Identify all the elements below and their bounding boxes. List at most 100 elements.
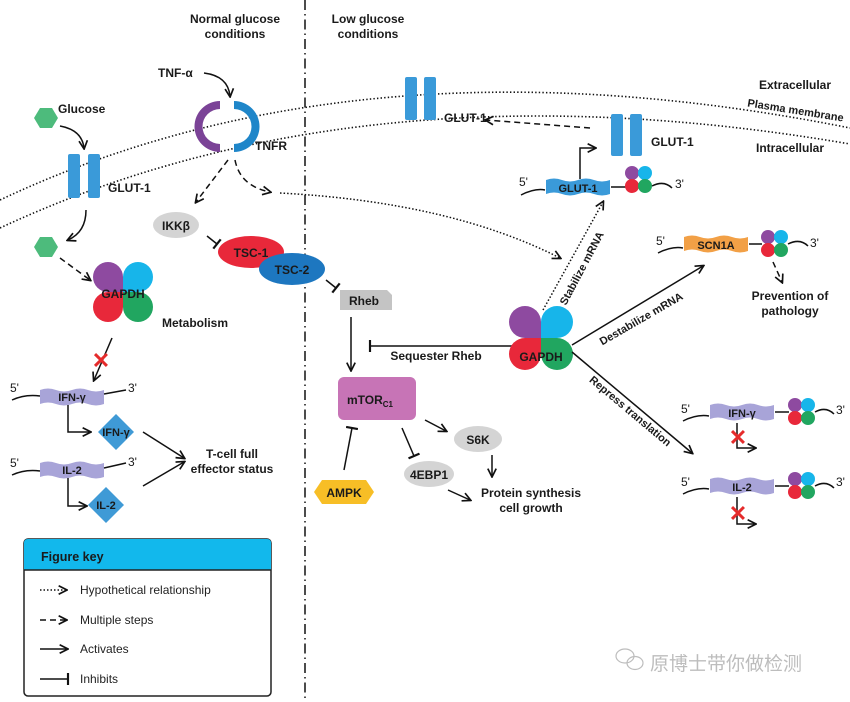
mrna-strand xyxy=(657,246,684,254)
label-protein-il2: IL-2 xyxy=(96,500,116,512)
inhibit-ampk-mtor xyxy=(343,425,359,471)
key-label-multiple-steps: Multiple steps xyxy=(80,613,153,627)
label-prevention: Prevention of xyxy=(752,289,830,303)
arrow-tnfr-to-ikkb xyxy=(196,159,229,202)
arrow-il2-translation-blocked xyxy=(736,497,755,524)
gapdh-tetramer-left: GAPDH xyxy=(93,262,153,322)
watermark: 原博士带你做检测 xyxy=(615,648,802,675)
label-tsc1: TSC-1 xyxy=(234,246,269,260)
label-tnfr: TNFR xyxy=(255,139,287,153)
label-mrna-glut1: GLUT-1 xyxy=(558,183,597,195)
mrna-il2-left xyxy=(40,461,104,479)
block-x-icon: ✕ xyxy=(92,348,110,373)
mrna-strand xyxy=(11,394,41,401)
label-plasma-membrane: Plasma membrane xyxy=(747,98,845,125)
arrow-scn1a-to-prevention xyxy=(772,261,782,282)
label-3prime: 3' xyxy=(128,381,137,395)
label-ampk: AMPK xyxy=(326,486,362,500)
glucose-icon xyxy=(34,108,58,128)
mrna-strand xyxy=(787,240,809,247)
mrna-strand xyxy=(682,487,710,495)
svg-text:Normal glucose: Normal glucose xyxy=(190,12,280,26)
plasma-membrane-outer xyxy=(0,91,850,201)
arrow-stabilize-glut1 xyxy=(542,202,603,311)
mrna-glut1 xyxy=(546,178,610,196)
gapdh-bound-scn1a xyxy=(761,230,788,257)
plasma-membrane-inner xyxy=(0,115,850,229)
arrow-destabilize-scn1a xyxy=(571,266,703,346)
watermark-text: 原博士带你做检测 xyxy=(650,653,802,675)
mrna-il2-right xyxy=(710,477,774,495)
label-3prime: 3' xyxy=(128,455,137,469)
label-tnf-alpha: TNF-α xyxy=(158,66,193,80)
label-sequester-rheb: Sequester Rheb xyxy=(390,349,481,363)
mrna-scn1a xyxy=(684,235,748,253)
gapdh-label-left: GAPDH xyxy=(101,287,144,301)
arrow-il2-to-tcell xyxy=(142,462,184,487)
label-rheb: Rheb xyxy=(349,294,379,308)
svg-text:Low glucose: Low glucose xyxy=(332,12,405,26)
mrna-ifng-right xyxy=(710,403,774,421)
node-ampk xyxy=(314,480,374,504)
protein-ifng-diamond xyxy=(98,414,134,450)
arrow-translate-glut1 xyxy=(579,148,595,179)
gapdh-bound-il2 xyxy=(788,472,815,499)
label-repress-translation: Repress translation xyxy=(587,374,674,449)
block-x-icon: ✕ xyxy=(729,501,747,526)
label-metabolism: Metabolism xyxy=(162,316,228,330)
label-ikkb: IKKβ xyxy=(162,219,190,233)
key-label-hypothetical: Hypothetical relationship xyxy=(80,583,211,597)
label-mrna-il2-right: IL-2 xyxy=(732,482,752,494)
key-label-inhibits: Inhibits xyxy=(80,672,118,686)
arrow-repress-translation xyxy=(571,351,692,453)
label-glut1-left: GLUT-1 xyxy=(108,181,151,195)
label-scn1a: SCN1A xyxy=(697,240,734,252)
label-mrna-il2-left: IL-2 xyxy=(62,465,82,477)
figure-key-title: Figure key xyxy=(41,550,104,564)
gapdh-bound-glut1 xyxy=(625,166,652,193)
label-glut1-new: GLUT-1 xyxy=(651,135,694,149)
label-3prime: 3' xyxy=(836,475,845,489)
glut1-transporter-membrane xyxy=(405,77,436,120)
svg-text:conditions: conditions xyxy=(338,27,399,41)
label-glut1-membrane: GLUT-1 xyxy=(444,111,487,125)
label-protein-synthesis: Protein synthesis xyxy=(481,486,581,500)
mrna-strand xyxy=(520,188,546,196)
label-intracellular: Intracellular xyxy=(756,141,824,155)
arrow-mtor-to-s6k xyxy=(424,419,446,431)
glut1-transporter-new xyxy=(611,114,642,156)
label-protein-ifng: IFN-γ xyxy=(102,427,130,439)
label-3prime: 3' xyxy=(810,236,819,250)
mrna-strand xyxy=(651,182,673,189)
arrow-glucose-to-gapdh xyxy=(59,257,90,280)
label-mrna-ifng-left: IFN-γ xyxy=(58,392,86,404)
arrow-gapdh-to-ifng-blocked xyxy=(94,337,113,380)
node-rheb xyxy=(340,290,392,310)
arrow-tnf-to-tnfr xyxy=(203,72,230,96)
gapdh-bound-ifng xyxy=(788,398,815,425)
figure-key: Figure key Hypothetical relationship Mul… xyxy=(23,538,272,697)
arrow-glut1-to-glucose xyxy=(68,209,87,240)
arrow-glucose-to-glut1 xyxy=(59,125,84,148)
node-mtorc1 xyxy=(338,377,416,420)
label-stabilize-mrna: Stabilize mRNA xyxy=(558,230,607,307)
label-3prime: 3' xyxy=(675,177,684,191)
inhibit-tsc2-rheb xyxy=(325,279,341,294)
arrow-translate-il2 xyxy=(67,478,86,506)
arrow-4ebp1-to-protein xyxy=(447,489,470,500)
label-5prime: 5' xyxy=(10,456,19,470)
mrna-strand xyxy=(682,414,710,422)
label-5prime: 5' xyxy=(681,402,690,416)
node-ikkb xyxy=(153,212,199,238)
mrna-ifng-left xyxy=(40,388,104,406)
label-mtor: mTORC1 xyxy=(347,393,394,409)
label-tcell-l2: effector status xyxy=(191,462,274,476)
arrow-ifng-translation-blocked xyxy=(736,423,755,448)
section-heading-normal: Normal glucose conditions xyxy=(190,12,280,41)
node-s6k xyxy=(454,426,502,452)
arrow-hypothetical-to-gapdh xyxy=(279,192,560,258)
mrna-strand xyxy=(103,462,127,469)
gapdh-tetramer-right: GAPDH xyxy=(509,306,573,370)
mrna-strand xyxy=(814,408,835,415)
